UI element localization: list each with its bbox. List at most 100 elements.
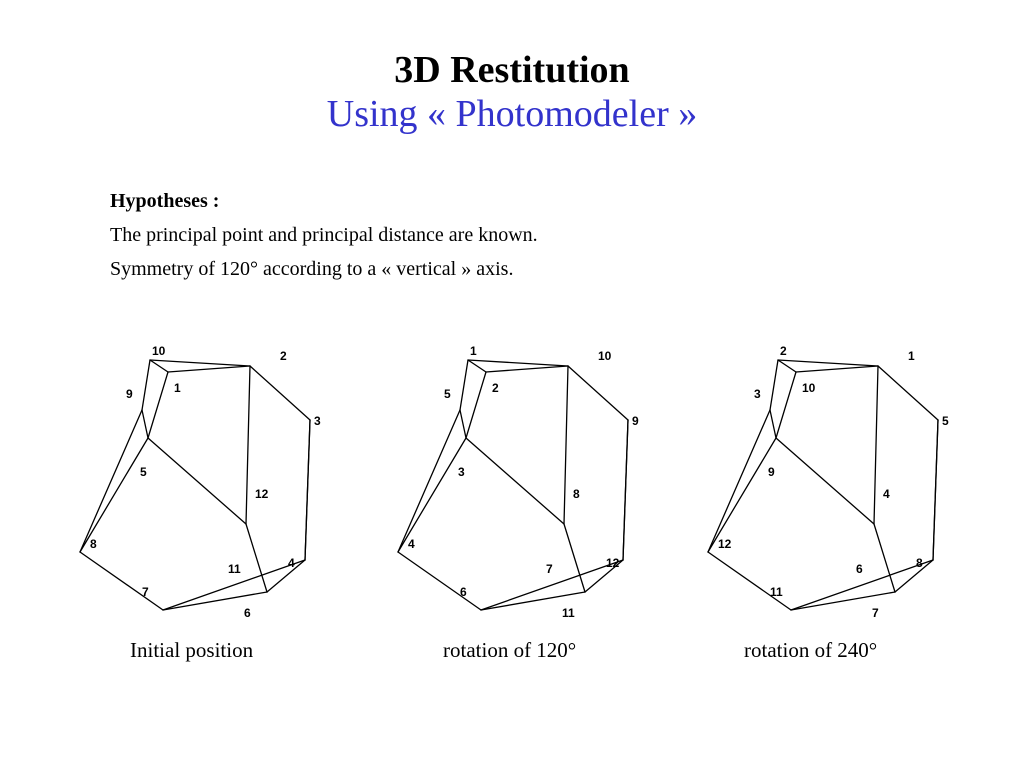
- hypotheses-heading: Hypotheses :: [110, 190, 220, 212]
- polyhedron-edge: [563, 365, 569, 525]
- polyhedron-figure-3: 2 1 3 10 5 9 4 12 6 8 11 7: [707, 344, 949, 620]
- polyhedron-edge: [397, 551, 482, 611]
- vertex-label: 6: [460, 585, 467, 599]
- polyhedron-edge: [467, 359, 487, 373]
- polyhedron-edge: [162, 559, 306, 611]
- polyhedron-edge: [167, 365, 251, 373]
- vertex-label: 5: [140, 465, 147, 479]
- polyhedron-edge: [79, 551, 164, 611]
- vertex-label: 1: [470, 344, 477, 358]
- polyhedron-edge: [775, 437, 875, 525]
- polyhedron-edge: [147, 437, 247, 525]
- polyhedron-edge: [147, 371, 169, 439]
- vertex-label: 10: [598, 349, 612, 363]
- vertex-label: 6: [856, 562, 863, 576]
- polyhedron-edge: [304, 419, 311, 561]
- vertex-label: 7: [546, 562, 553, 576]
- vertex-label: 9: [632, 414, 639, 428]
- vertex-label: 12: [255, 487, 269, 501]
- vertex-label: 3: [314, 414, 321, 428]
- vertex-label: 9: [126, 387, 133, 401]
- vertex-label: 2: [492, 381, 499, 395]
- polyhedron-edge: [777, 359, 797, 373]
- vertex-label: 6: [244, 606, 251, 620]
- polyhedron-edge: [777, 359, 879, 367]
- polyhedron-edge: [584, 559, 624, 593]
- polyhedron-edge: [465, 437, 565, 525]
- polyhedron-edge: [563, 523, 586, 593]
- polyhedron-edge: [790, 591, 896, 611]
- polyhedron-edge: [397, 437, 467, 553]
- vertex-label: 4: [883, 487, 890, 501]
- vertex-label: 7: [872, 606, 879, 620]
- polyhedron-edge: [485, 365, 569, 373]
- polyhedron-edge: [149, 359, 169, 373]
- caption-rotation-240: rotation of 240°: [744, 638, 878, 662]
- vertex-label: 12: [718, 537, 732, 551]
- hypothesis-line-2: Symmetry of 120° according to a « vertic…: [110, 258, 514, 280]
- polyhedron-figure-2: 1 10 5 2 9 3 8 4 7 12 6 11: [397, 344, 639, 620]
- vertex-label: 2: [280, 349, 287, 363]
- vertex-label: 1: [174, 381, 181, 395]
- polyhedron-edge: [79, 409, 143, 553]
- polyhedron-edge: [877, 365, 939, 421]
- vertex-label: 2: [780, 344, 787, 358]
- polyhedron-edge: [707, 437, 777, 553]
- polyhedron-edge: [932, 419, 939, 561]
- caption-rotation-120: rotation of 120°: [443, 638, 577, 662]
- polyhedron-figure-1: 10 2 9 1 3 5 12 8 11 4 7 6: [79, 344, 321, 620]
- slide-title: 3D Restitution: [394, 49, 630, 91]
- polyhedron-edge: [790, 559, 934, 611]
- polyhedron-edge: [873, 523, 896, 593]
- vertex-label: 8: [916, 556, 923, 570]
- hypothesis-line-1: The principal point and principal distan…: [110, 224, 538, 246]
- polyhedron-edge: [141, 409, 149, 439]
- polyhedron-edge: [245, 523, 268, 593]
- polyhedron-edge: [467, 359, 569, 367]
- hypotheses-block: Hypotheses : The principal point and pri…: [110, 184, 538, 286]
- polyhedron-edge: [775, 371, 797, 439]
- polyhedron-diagrams: 10 2 9 1 3 5 12 8 11 4 7 6 1 10 5 2 9 3 8 4 7 12 6 11 2 1 3 10 5 9 4 12…: [79, 344, 949, 620]
- vertex-label: 10: [152, 344, 166, 358]
- polyhedron-edge: [397, 409, 461, 553]
- vertex-label: 11: [770, 585, 783, 599]
- vertex-label: 1: [908, 349, 915, 363]
- vertex-label: 8: [573, 487, 580, 501]
- polyhedron-edge: [769, 359, 779, 411]
- polyhedron-edge: [873, 365, 879, 525]
- vertex-label: 8: [90, 537, 97, 551]
- polyhedron-edge: [459, 359, 469, 411]
- polyhedron-edge: [567, 365, 629, 421]
- polyhedron-edge: [459, 409, 467, 439]
- polyhedron-edge: [249, 365, 311, 421]
- vertex-label: 11: [228, 562, 241, 576]
- polyhedron-edge: [79, 437, 149, 553]
- vertex-label: 4: [288, 556, 295, 570]
- title-block: 3D Restitution Using « Photomodeler »: [0, 48, 1024, 136]
- polyhedron-edge: [707, 551, 792, 611]
- polyhedron-edge: [480, 591, 586, 611]
- vertex-label: 10: [802, 381, 816, 395]
- polyhedron-edge: [162, 591, 268, 611]
- polyhedron-edge: [245, 365, 251, 525]
- polyhedron-edge: [795, 365, 879, 373]
- slide-subtitle: Using « Photomodeler »: [326, 93, 698, 135]
- vertex-label: 3: [458, 465, 465, 479]
- vertex-label: 4: [408, 537, 415, 551]
- vertex-label: 3: [754, 387, 761, 401]
- vertex-label: 11: [562, 606, 575, 620]
- polyhedron-edge: [622, 419, 629, 561]
- polyhedron-edge: [707, 409, 771, 553]
- polyhedron-edge: [465, 371, 487, 439]
- vertex-label: 12: [606, 556, 620, 570]
- vertex-label: 9: [768, 465, 775, 479]
- vertex-label: 5: [942, 414, 949, 428]
- vertex-label: 5: [444, 387, 451, 401]
- caption-initial-position: Initial position: [130, 638, 254, 662]
- polyhedron-edge: [894, 559, 934, 593]
- polyhedron-edge: [266, 559, 306, 593]
- polyhedron-edge: [769, 409, 777, 439]
- polyhedron-edge: [149, 359, 251, 367]
- polyhedron-edge: [480, 559, 624, 611]
- vertex-label: 7: [142, 585, 149, 599]
